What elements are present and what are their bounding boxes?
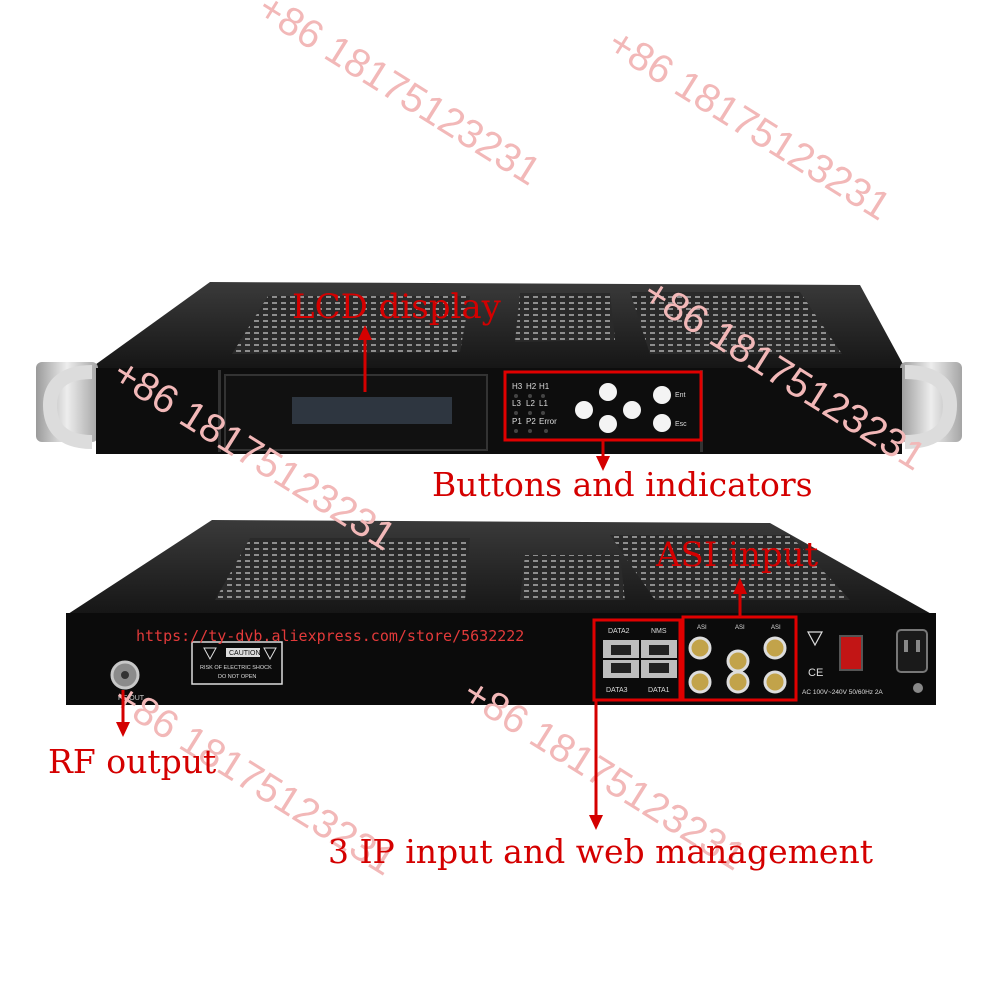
led-label-row3-p2: P2 bbox=[526, 417, 536, 426]
port-label-data3: DATA3 bbox=[606, 687, 628, 694]
asi-label: ASI bbox=[735, 625, 745, 631]
ip-highlight-box bbox=[592, 618, 682, 702]
ethernet-port-slot bbox=[649, 663, 669, 673]
rf-out-center bbox=[121, 671, 129, 679]
rear-unit: RF OUT CAUTION RISK OF ELECTRIC SHOCK DO… bbox=[66, 520, 936, 705]
bnc-connector[interactable] bbox=[726, 670, 750, 694]
front-vent-right bbox=[630, 292, 842, 354]
led-indicator bbox=[541, 394, 545, 398]
ip-arrow-head bbox=[589, 815, 603, 830]
port-label-data1: DATA1 bbox=[648, 687, 670, 694]
led-indicator bbox=[514, 429, 518, 433]
rf-output-label: RF output bbox=[48, 742, 216, 781]
front-vent-mid bbox=[515, 293, 615, 342]
port-label-data2: DATA2 bbox=[608, 628, 630, 635]
ethernet-port-slot bbox=[649, 645, 669, 655]
bnc-connector[interactable] bbox=[763, 636, 787, 660]
ce-mark: CE bbox=[808, 667, 823, 679]
buttons-arrow-head bbox=[596, 456, 610, 471]
led-label-row1-h2: H2 bbox=[526, 382, 537, 391]
phone-watermark: +86 18175123231 bbox=[600, 20, 898, 229]
rear-vent-left bbox=[215, 538, 470, 600]
caution-line1: RISK OF ELECTRIC SHOCK bbox=[200, 665, 272, 671]
rear-vent-mid bbox=[520, 555, 625, 600]
ip-input-label: 3 IP input and web management bbox=[328, 832, 873, 871]
led-indicator bbox=[514, 394, 518, 398]
rf-arrow-head bbox=[116, 722, 130, 737]
annotation-labels: LCD display Buttons and indicators ASI i… bbox=[48, 287, 873, 871]
port-label-nms: NMS bbox=[651, 628, 667, 635]
rf-out-label: RF OUT bbox=[118, 695, 145, 702]
caution-header bbox=[226, 648, 260, 657]
ground-screw bbox=[913, 683, 923, 693]
asi-input-label: ASI input bbox=[655, 535, 819, 575]
handle-left bbox=[42, 365, 93, 449]
power-rating: AC 100V~240V 50/60Hz 2A bbox=[802, 689, 883, 696]
control-area: H3 H2 H1 L3 L2 L1 P1 P2 Error Ent bbox=[512, 382, 687, 433]
caution-title: CAUTION bbox=[229, 650, 261, 657]
led-indicator bbox=[528, 394, 532, 398]
front-unit: H3 H2 H1 L3 L2 L1 P1 P2 Error Ent bbox=[36, 282, 962, 454]
ac-inlet[interactable] bbox=[896, 629, 928, 673]
led-indicator bbox=[541, 411, 545, 415]
led-indicator bbox=[528, 429, 532, 433]
asi-arrow-head bbox=[733, 578, 747, 594]
warning-triangle-icon bbox=[203, 647, 217, 661]
electric-warning-icon bbox=[806, 631, 824, 647]
lcd-screen bbox=[292, 397, 452, 424]
led-label-row3-error: Error bbox=[539, 417, 557, 426]
left-button[interactable] bbox=[575, 401, 593, 419]
led-label-row2-l3: L3 bbox=[512, 399, 521, 408]
bnc-connector[interactable] bbox=[763, 670, 787, 694]
asi-label: ASI bbox=[697, 625, 707, 631]
front-vent-left bbox=[232, 296, 470, 354]
ac-inlet-pin bbox=[904, 640, 908, 652]
buttons-indicators-label: Buttons and indicators bbox=[432, 465, 813, 504]
handle-right bbox=[904, 365, 958, 449]
store-url-watermark: https://ty-dvb.aliexpress.com/store/5632… bbox=[136, 627, 524, 645]
caution-line2: DO NOT OPEN bbox=[218, 674, 256, 680]
esc-label: Esc bbox=[675, 421, 687, 428]
enter-button[interactable] bbox=[653, 386, 671, 404]
led-label-row2-l2: L2 bbox=[526, 399, 535, 408]
down-button[interactable] bbox=[599, 415, 617, 433]
led-label-row1-h1: H1 bbox=[539, 382, 550, 391]
esc-button[interactable] bbox=[653, 414, 671, 432]
up-button[interactable] bbox=[599, 383, 617, 401]
ethernet-port-slot bbox=[611, 645, 631, 655]
led-label-row1: H3 bbox=[512, 382, 523, 391]
power-switch[interactable] bbox=[839, 635, 863, 671]
led-indicator bbox=[528, 411, 532, 415]
rear-vent-right bbox=[610, 535, 850, 600]
ethernet-port-slot bbox=[611, 663, 631, 673]
bnc-connector[interactable] bbox=[726, 649, 750, 673]
enter-label: Ent bbox=[675, 392, 686, 399]
led-indicator bbox=[514, 411, 518, 415]
asi-connectors: ASI ASI ASI bbox=[688, 625, 787, 694]
phone-watermark: +86 18175123231 bbox=[250, 0, 548, 194]
led-indicator bbox=[544, 429, 548, 433]
led-label-row3-p1: P1 bbox=[512, 417, 522, 426]
led-label-row2-l1: L1 bbox=[539, 399, 548, 408]
asi-label: ASI bbox=[771, 625, 781, 631]
warning-triangle-icon bbox=[263, 647, 277, 661]
front-panel-divider-left bbox=[218, 370, 221, 452]
right-button[interactable] bbox=[623, 401, 641, 419]
lcd-display-label: LCD display bbox=[292, 287, 502, 327]
bnc-connector[interactable] bbox=[688, 670, 712, 694]
annotation-arrows bbox=[116, 325, 747, 830]
lcd-arrow-head bbox=[358, 325, 372, 340]
ac-inlet-pin bbox=[916, 640, 920, 652]
bnc-connector[interactable] bbox=[688, 636, 712, 660]
